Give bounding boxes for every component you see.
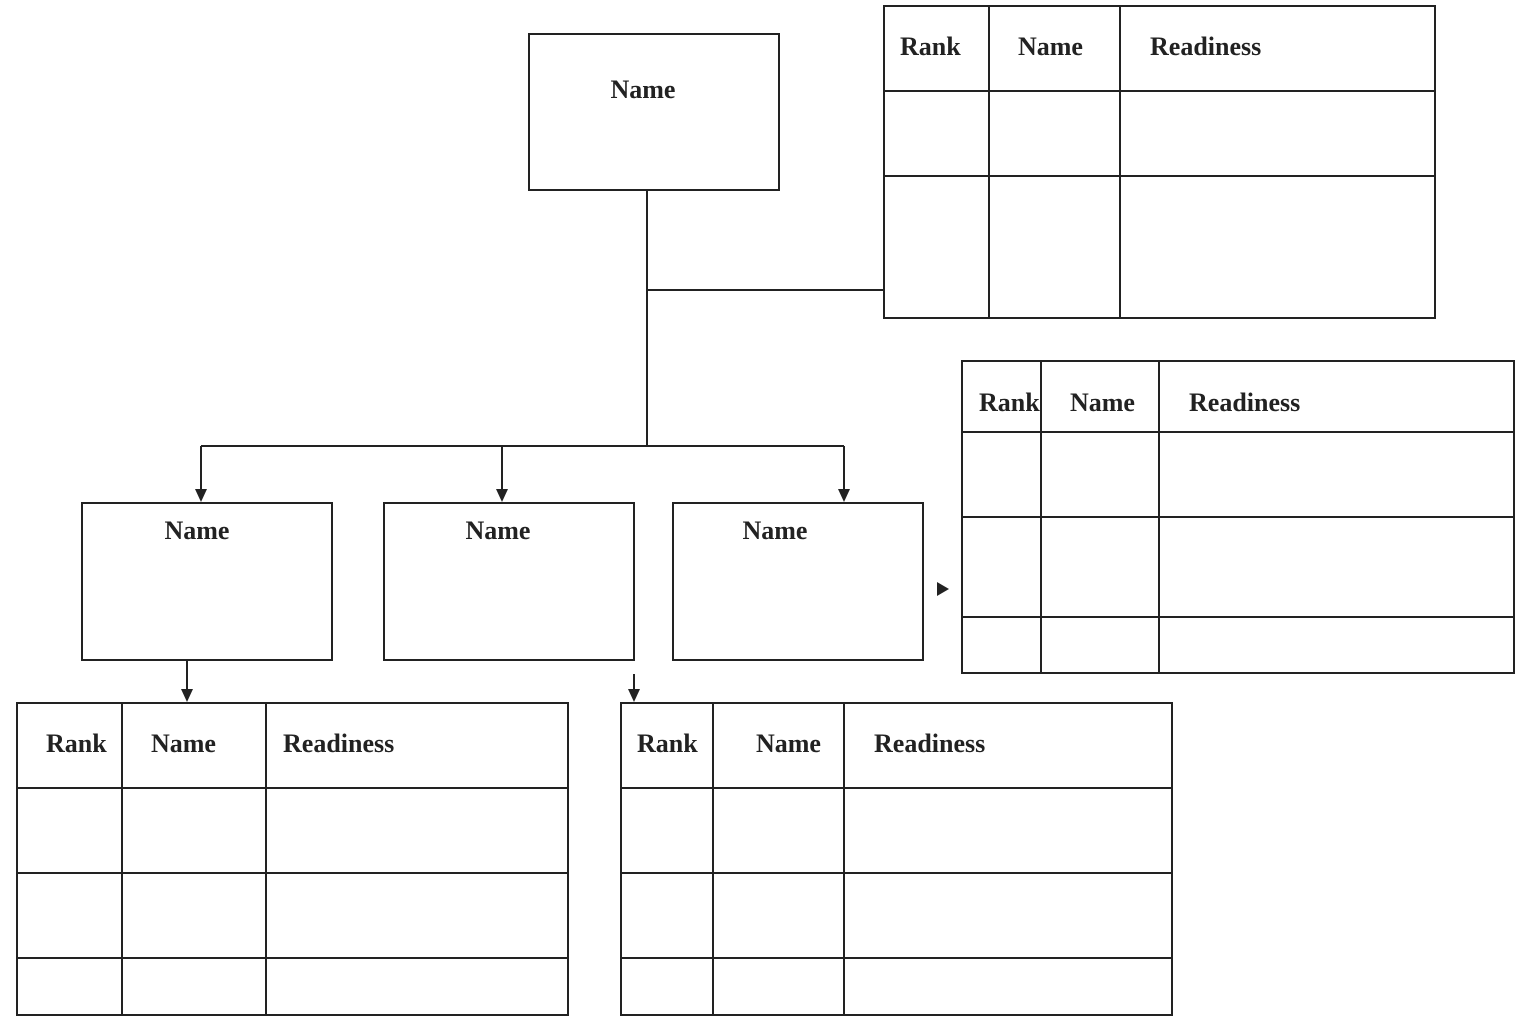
table-top-right-header-readiness: Readiness bbox=[1150, 32, 1261, 61]
arrow-right-to-table bbox=[937, 582, 949, 596]
table-bottom-left-header-readiness: Readiness bbox=[283, 729, 394, 758]
node-child-right: Name bbox=[672, 502, 924, 661]
table-bottom-middle-border bbox=[620, 702, 1173, 1016]
node-child-right-label: Name bbox=[743, 516, 808, 545]
table-top-right-header-name: Name bbox=[1018, 32, 1083, 61]
table-bottom-left-border bbox=[16, 702, 569, 1016]
node-top-label: Name bbox=[611, 75, 676, 104]
arrow-child-middle bbox=[496, 489, 508, 502]
table-top-right-header-rank: Rank bbox=[900, 32, 961, 61]
node-child-left-box bbox=[81, 502, 333, 661]
table-bottom-left-header-rank: Rank bbox=[46, 729, 107, 758]
arrow-middle-to-table bbox=[628, 689, 640, 702]
table-top-right: Rank Name Readiness bbox=[883, 5, 1436, 319]
table-middle-right: Rank Name Readiness bbox=[961, 360, 1515, 674]
table-middle-right-header-readiness: Readiness bbox=[1189, 388, 1300, 417]
node-top: Name bbox=[528, 33, 780, 191]
table-bottom-left-header-name: Name bbox=[151, 729, 216, 758]
node-child-middle-box bbox=[383, 502, 635, 661]
node-child-right-box bbox=[672, 502, 924, 661]
table-middle-right-header-name: Name bbox=[1070, 388, 1135, 417]
arrow-child-right bbox=[838, 489, 850, 502]
table-bottom-left: Rank Name Readiness bbox=[16, 702, 569, 1016]
table-bottom-middle: Rank Name Readiness bbox=[620, 702, 1173, 1016]
connectors bbox=[181, 190, 949, 702]
table-bottom-middle-header-rank: Rank bbox=[637, 729, 698, 758]
node-child-left: Name bbox=[81, 502, 333, 661]
arrow-child-left bbox=[195, 489, 207, 502]
node-child-middle: Name bbox=[383, 502, 635, 661]
table-top-right-border bbox=[883, 5, 1436, 319]
node-child-left-label: Name bbox=[165, 516, 230, 545]
node-child-middle-label: Name bbox=[466, 516, 531, 545]
table-bottom-middle-header-readiness: Readiness bbox=[874, 729, 985, 758]
table-middle-right-header-rank: Rank bbox=[979, 388, 1040, 417]
arrow-left-to-table bbox=[181, 689, 193, 702]
table-bottom-middle-header-name: Name bbox=[756, 729, 821, 758]
node-top-box bbox=[528, 33, 780, 191]
